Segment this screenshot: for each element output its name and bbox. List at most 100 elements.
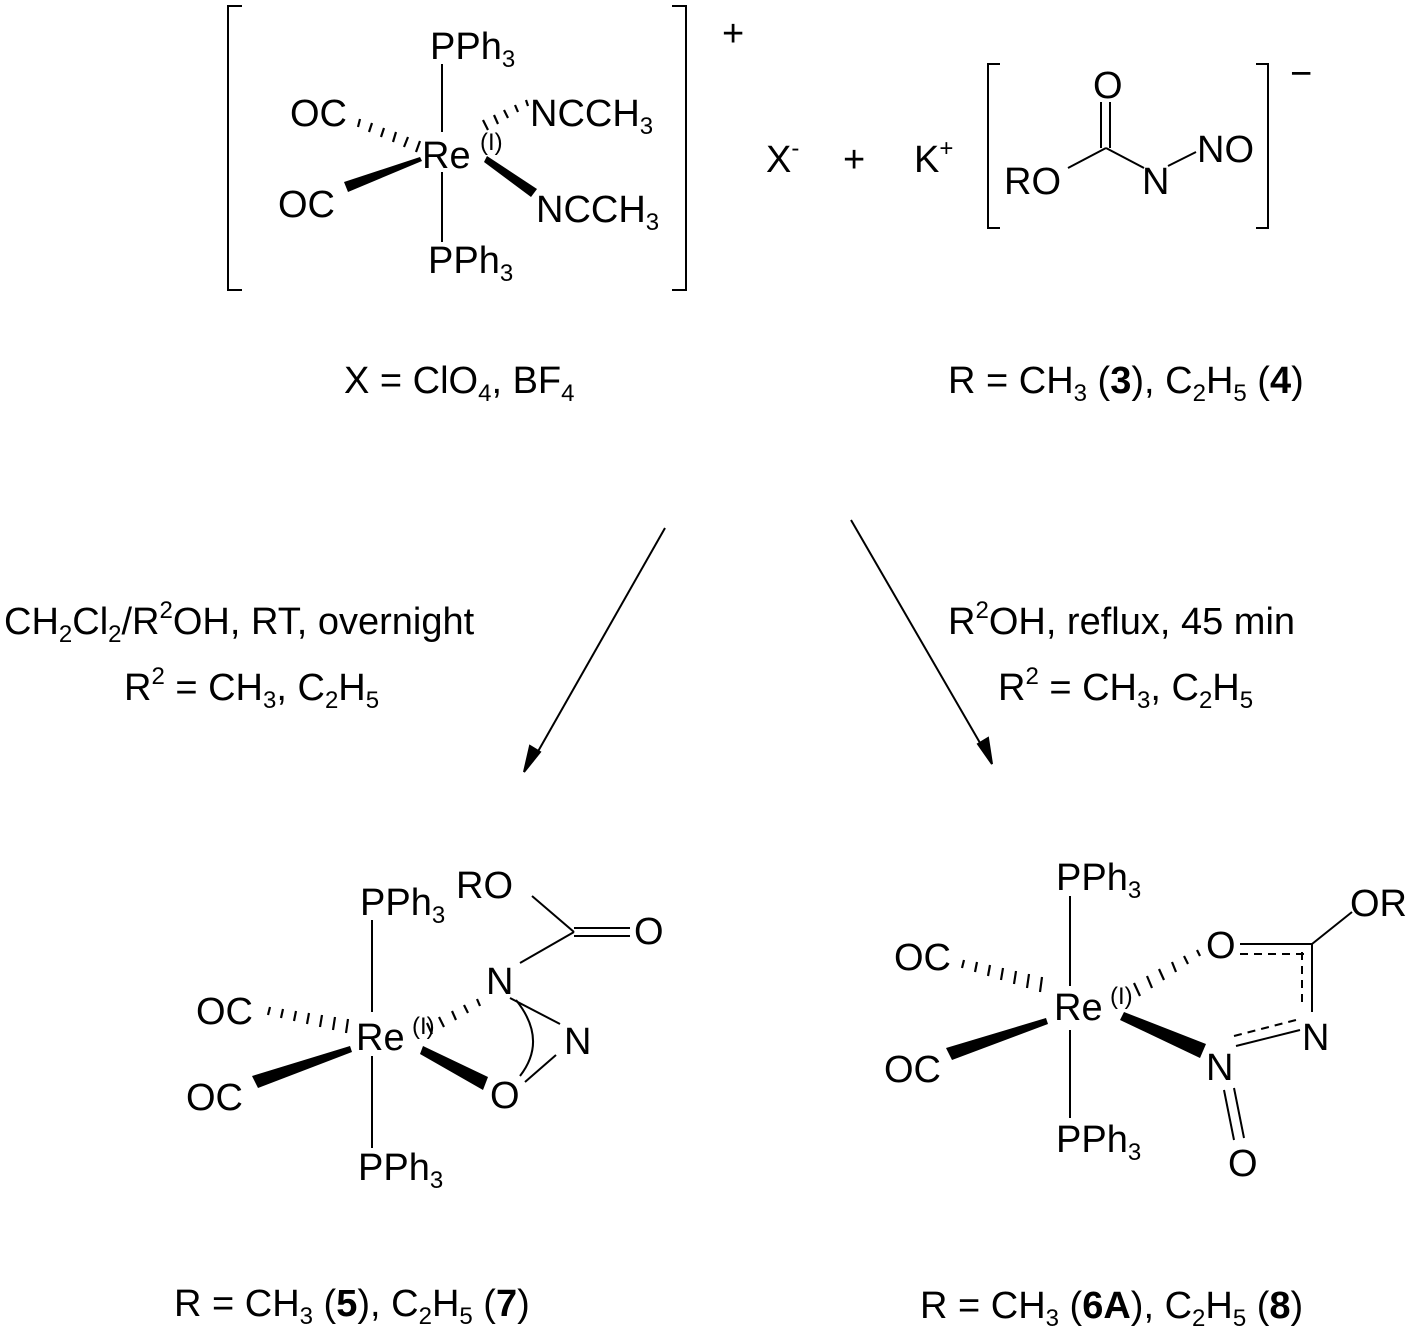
metal-re-prod-right: Re (1054, 987, 1103, 1029)
metal-re: Re (422, 135, 471, 177)
svg-text:PPh3: PPh3 (1056, 1119, 1141, 1166)
metal-ox-state: (I) (480, 129, 503, 156)
bond-n-o-double-a-prod-right (1223, 1089, 1235, 1141)
ligand-pph3-top: PPh (430, 26, 502, 68)
pph3-top-prod-left-sub: 3 (432, 902, 445, 929)
or-prod-left: RO (456, 865, 513, 907)
wedge-bond-oc-bottom-prod-left (252, 1046, 352, 1088)
pph3-top-prod-right: PPh (1056, 857, 1128, 899)
caption-r-definition-reactant: R = CH3 (3), C2H5 (4) (948, 360, 1304, 407)
wedge-bond-re-o-prod-left (420, 1046, 488, 1090)
conditions-right-line1: R2OH, reflux, 45 min (948, 597, 1295, 643)
conditions-left-line2: R2 = CH3, C2H5 (124, 663, 379, 714)
ox-state-prod-right: (I) (1110, 983, 1133, 1010)
bond-n-o-double-b-prod-right (1233, 1087, 1245, 1139)
svg-text:PPh3: PPh3 (430, 26, 515, 73)
bond-n-no (1167, 151, 1197, 167)
arrow-right-shaft (850, 519, 988, 756)
ligand-oc-top: OC (290, 93, 347, 135)
arrow-left-shaft (531, 527, 666, 763)
o-ring-prod-right: O (1206, 925, 1236, 967)
ligand-pph3-bottom: PPh (428, 240, 500, 282)
hash-bond-oc-top-prod-right (960, 959, 1044, 993)
bond-n-c-prod-left (519, 931, 575, 964)
ligand-pph3-bottom-sub: 3 (500, 260, 513, 287)
carbonyl-o-prod-left: O (634, 911, 664, 953)
oc-top-prod-left: OC (196, 991, 253, 1033)
ligand-oc-bottom: OC (278, 184, 335, 226)
bracket-right-anion (1256, 63, 1269, 229)
anion-no: NO (1197, 129, 1254, 171)
arc-delocalized-prod-left (515, 999, 534, 1077)
oc-top-prod-right: OC (894, 937, 951, 979)
pph3-bottom-prod-left-sub: 3 (430, 1167, 443, 1194)
svg-text:PPh3: PPh3 (1056, 857, 1141, 904)
svg-text:PPh3: PPh3 (358, 1147, 443, 1194)
hash-bond-re-n-prod-left (425, 998, 482, 1035)
conditions-left-line1: CH2Cl2/R2OH, RT, overnight (4, 597, 475, 648)
pph3-bottom-prod-left: PPh (358, 1147, 430, 1189)
bond-n-n-dashed-prod-right (1233, 1019, 1297, 1037)
complex-charge: + (722, 13, 744, 55)
wedge-bond-re-n-prod-right (1120, 1012, 1206, 1058)
n-nitroso-prod-right: N (1206, 1047, 1233, 1089)
pph3-top-prod-left: PPh (360, 882, 432, 924)
ligand-pph3-top-sub: 3 (502, 46, 515, 73)
counter-anion-x: X- (766, 135, 799, 181)
n-ring-prod-right: N (1302, 1017, 1329, 1059)
bond-n-n-prod-right (1235, 1029, 1301, 1047)
pph3-bottom-prod-right: PPh (1056, 1119, 1128, 1161)
ligand-ncch3-top-sub: 3 (640, 113, 653, 140)
svg-text:NCCH3: NCCH3 (536, 189, 659, 236)
anion-ro: RO (1004, 161, 1061, 203)
bracket-left-anion (987, 63, 1000, 229)
or-prod-right: OR (1350, 883, 1407, 925)
o-ring-prod-left: O (490, 1075, 520, 1117)
bond-c-or-prod-left (531, 895, 575, 933)
pph3-bottom-prod-right-sub: 3 (1128, 1139, 1141, 1166)
hash-bond-re-o-prod-right (1133, 949, 1201, 997)
anion-carbonyl-o: O (1093, 65, 1123, 107)
bond-o-n-prod-left (524, 1054, 557, 1083)
svg-text:PPh3: PPh3 (428, 240, 513, 287)
ox-state-prod-left: (I) (412, 1013, 435, 1040)
hash-bond-ncch3-top (482, 99, 530, 131)
bracket-left (227, 5, 242, 291)
wedge-bond-ncch3-bottom (484, 156, 537, 197)
product-left: PPh3 RO O OC N Re (I) N OC O PPh3 (186, 865, 664, 1194)
bond-c-or-prod-right (1311, 911, 1353, 945)
oc-bottom-prod-right: OC (884, 1049, 941, 1091)
ligand-ncch3-bottom: NCCH (536, 189, 646, 231)
caption-x-definition: X = ClO4, BF4 (344, 360, 575, 407)
oc-bottom-prod-left: OC (186, 1077, 243, 1119)
hash-bond-oc-top-prod-left (266, 1006, 350, 1034)
n2-prod-left: N (564, 1021, 591, 1063)
reactant-anion: − O RO N NO (987, 53, 1312, 229)
bracket-right (672, 5, 687, 291)
pph3-top-prod-right-sub: 3 (1128, 877, 1141, 904)
arrow-left-head (523, 744, 542, 773)
o-nitroso-prod-right: O (1228, 1143, 1258, 1185)
wedge-bond-oc-bottom (344, 157, 422, 192)
wedge-bond-oc-bottom-prod-right (946, 1018, 1048, 1060)
svg-text:PPh3: PPh3 (360, 882, 445, 929)
metal-re-prod-left: Re (356, 1017, 405, 1059)
product-right: PPh3 OR O OC Re (I) N OC N PPh3 O (884, 857, 1407, 1185)
potassium-cation: K+ (914, 135, 953, 181)
bond-c-n (1105, 147, 1145, 169)
plus-sign: + (843, 139, 865, 181)
reactant-re-complex: + PPh3 OC NCCH3 Re (I) OC NCCH3 (227, 5, 744, 291)
caption-product-left: R = CH3 (5), C2H5 (7) (174, 1283, 530, 1330)
anion-n: N (1142, 161, 1169, 203)
ligand-ncch3-top: NCCH (530, 93, 640, 135)
caption-product-right: R = CH3 (6A), C2H5 (8) (920, 1285, 1303, 1332)
anion-charge: − (1290, 53, 1312, 95)
conditions-right-line2: R2 = CH3, C2H5 (998, 663, 1253, 714)
n1-prod-left: N (486, 961, 513, 1003)
bond-ro-c (1067, 147, 1107, 169)
arrow-right-head (976, 736, 993, 765)
svg-text:NCCH3: NCCH3 (530, 93, 653, 140)
hash-bond-oc-top (356, 118, 422, 153)
ligand-ncch3-bottom-sub: 3 (646, 209, 659, 236)
